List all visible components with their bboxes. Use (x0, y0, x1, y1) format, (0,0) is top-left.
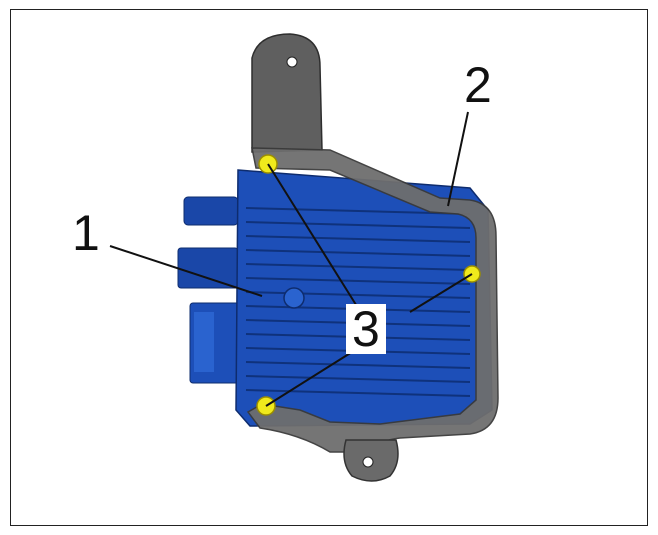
callout-2: 2 (458, 60, 498, 110)
diagram-frame (10, 9, 648, 526)
leader-2 (447, 111, 469, 207)
callout-1: 1 (72, 205, 100, 261)
leader-3a (267, 163, 359, 309)
leader-3c (265, 351, 353, 407)
bracket-lower-hole (362, 456, 374, 468)
module-connectors (177, 196, 241, 384)
module-center-boss (283, 287, 305, 309)
bracket-upper-hole (286, 56, 298, 68)
leader-1 (109, 245, 263, 297)
leader-3b (409, 273, 473, 313)
callout-3: 3 (346, 304, 386, 354)
bracket-upper-tab (251, 33, 323, 153)
leader-lines (109, 111, 473, 407)
